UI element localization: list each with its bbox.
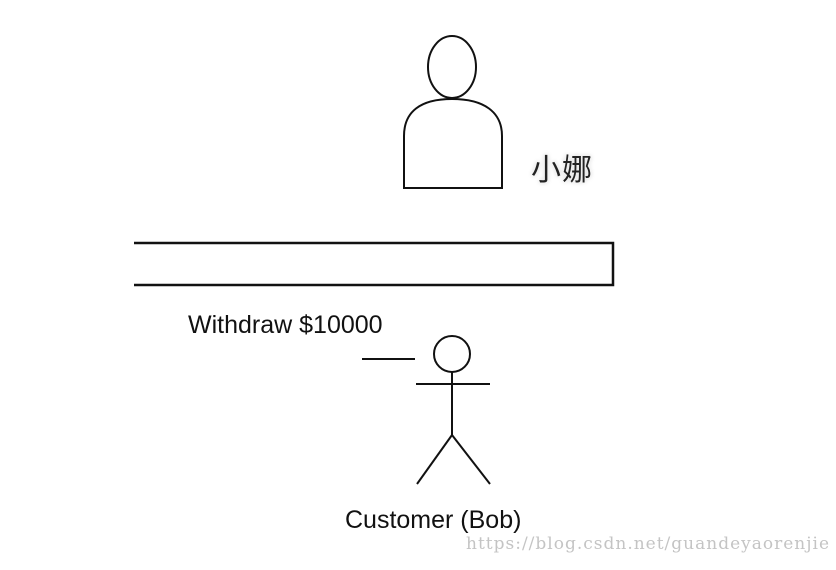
customer-head	[433, 335, 471, 373]
stick-figure-icon	[416, 335, 491, 485]
teller-name-label: 小娜	[531, 153, 593, 188]
teller-icon	[403, 35, 503, 189]
teller-head	[427, 35, 477, 99]
withdraw-request-label: Withdraw $10000	[188, 311, 383, 339]
watermark-url: https://blog.csdn.net/guandeyaorenjie	[466, 534, 831, 554]
counter-desk	[134, 241, 615, 287]
customer-label: Customer (Bob)	[345, 506, 522, 534]
teller-body	[403, 97, 503, 189]
customer-right-leg	[451, 434, 491, 485]
customer-left-leg	[416, 434, 453, 485]
